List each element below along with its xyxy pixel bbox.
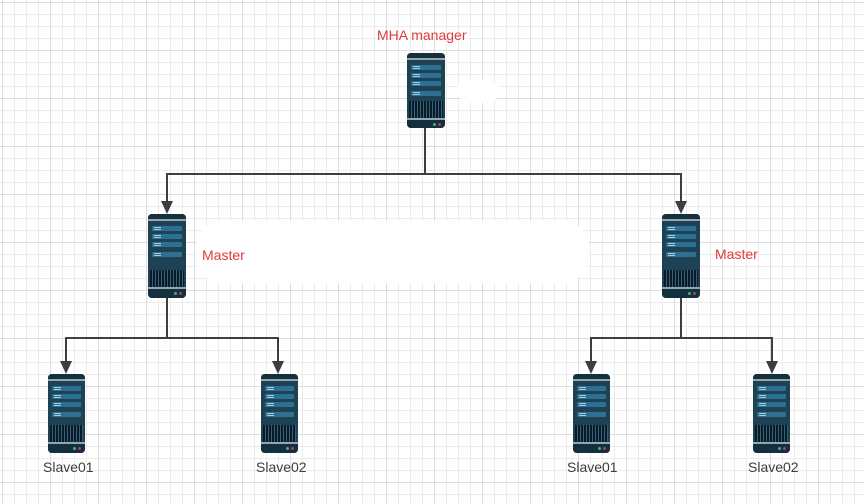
server-cap — [662, 214, 700, 219]
server-cap — [573, 374, 610, 379]
edge-master-right-branch — [590, 337, 773, 339]
vent-grille-icon — [263, 425, 296, 442]
server-trim — [48, 379, 85, 381]
drive-bays — [573, 381, 610, 425]
server-node-slave-left-01[interactable] — [48, 374, 85, 453]
server-cap — [753, 374, 790, 379]
label-slave-left-02[interactable]: Slave02 — [256, 459, 307, 475]
arrowhead-slave-l2 — [272, 361, 284, 374]
erased-grid-area — [196, 221, 589, 283]
server-trim — [407, 58, 445, 60]
server-foot — [407, 120, 445, 128]
drive-bays — [148, 221, 186, 270]
server-trim — [261, 379, 298, 381]
server-foot — [148, 289, 186, 298]
server-node-slave-left-02[interactable] — [261, 374, 298, 453]
server-foot — [662, 289, 700, 298]
server-node-master-right[interactable] — [662, 214, 700, 298]
server-cap — [148, 214, 186, 219]
server-cap — [407, 53, 445, 58]
server-foot — [753, 444, 790, 453]
vent-grille-icon — [50, 425, 83, 442]
arrowhead-slave-r2 — [766, 361, 778, 374]
server-cap — [261, 374, 298, 379]
green-led-icon — [73, 447, 76, 450]
drive-bays — [261, 381, 298, 425]
green-led-icon — [688, 292, 691, 295]
label-mha-manager[interactable]: MHA manager — [377, 27, 467, 43]
edge-master-right-stem — [680, 297, 682, 338]
edge-to-slave-r2 — [771, 337, 773, 362]
arrowhead-slave-l1 — [60, 361, 72, 374]
erased-grid-blob — [456, 79, 502, 103]
edge-to-master-left — [166, 173, 168, 202]
label-slave-right-01[interactable]: Slave01 — [567, 459, 618, 475]
edge-to-slave-r1 — [590, 337, 592, 362]
red-led-icon — [783, 447, 786, 450]
red-led-icon — [693, 292, 696, 295]
server-trim — [148, 219, 186, 221]
edge-manager-branch — [166, 173, 682, 175]
red-led-icon — [603, 447, 606, 450]
arrowhead-slave-r1 — [585, 361, 597, 374]
server-node-slave-right-02[interactable] — [753, 374, 790, 453]
red-led-icon — [179, 292, 182, 295]
arrowhead-master-left — [161, 201, 173, 214]
green-led-icon — [174, 292, 177, 295]
edge-master-left-branch — [65, 337, 279, 339]
drive-bays — [662, 221, 700, 270]
edge-to-master-right — [680, 173, 682, 202]
arrowhead-master-right — [675, 201, 687, 214]
edge-to-slave-l1 — [65, 337, 67, 362]
server-node-slave-right-01[interactable] — [573, 374, 610, 453]
server-trim — [662, 219, 700, 221]
edge-to-slave-l2 — [277, 337, 279, 362]
server-foot — [573, 444, 610, 453]
drive-bays — [407, 60, 445, 101]
server-trim — [261, 442, 298, 444]
vent-grille-icon — [409, 101, 443, 118]
server-trim — [573, 379, 610, 381]
server-trim — [148, 287, 186, 289]
server-trim — [753, 442, 790, 444]
vent-grille-icon — [575, 425, 608, 442]
server-trim — [573, 442, 610, 444]
red-led-icon — [291, 447, 294, 450]
server-foot — [261, 444, 298, 453]
red-led-icon — [438, 123, 441, 126]
red-led-icon — [78, 447, 81, 450]
vent-grille-icon — [755, 425, 788, 442]
server-foot — [48, 444, 85, 453]
server-trim — [662, 287, 700, 289]
label-master-right[interactable]: Master — [715, 246, 758, 262]
green-led-icon — [778, 447, 781, 450]
label-slave-left-01[interactable]: Slave01 — [43, 459, 94, 475]
server-node-master-left[interactable] — [148, 214, 186, 298]
label-slave-right-02[interactable]: Slave02 — [748, 459, 799, 475]
label-master-left[interactable]: Master — [202, 247, 245, 263]
vent-grille-icon — [664, 270, 698, 287]
vent-grille-icon — [150, 270, 184, 287]
green-led-icon — [286, 447, 289, 450]
server-trim — [407, 118, 445, 120]
server-trim — [48, 442, 85, 444]
drive-bays — [753, 381, 790, 425]
server-node-mha-manager[interactable] — [407, 53, 445, 128]
server-trim — [753, 379, 790, 381]
edge-manager-stem — [424, 127, 426, 175]
server-cap — [48, 374, 85, 379]
edge-master-left-stem — [166, 297, 168, 338]
green-led-icon — [598, 447, 601, 450]
drive-bays — [48, 381, 85, 425]
green-led-icon — [433, 123, 436, 126]
